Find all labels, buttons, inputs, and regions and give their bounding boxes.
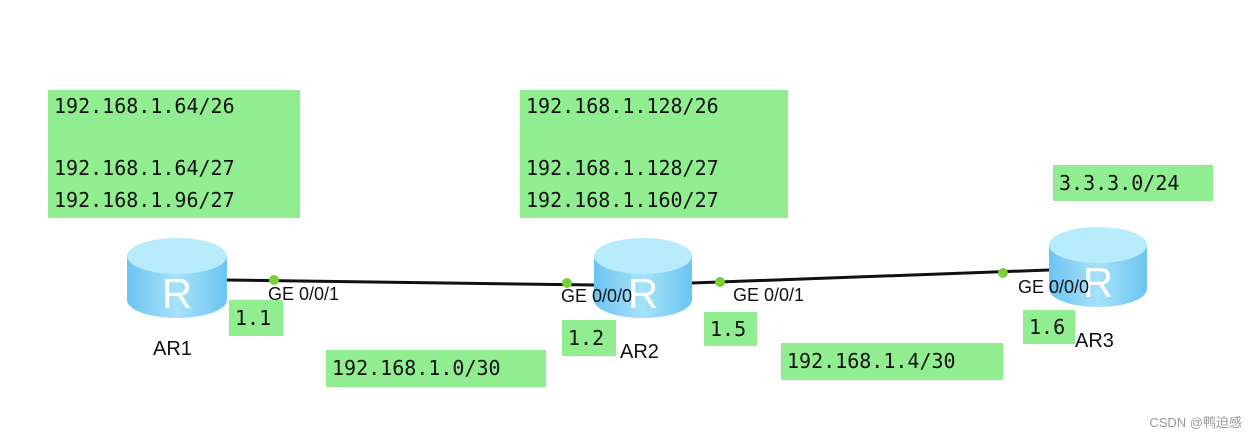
ip-label: 1.2 — [562, 320, 616, 356]
ar2-subnets: 192.168.1.128/26 192.168.1.128/27 192.16… — [520, 90, 788, 218]
watermark: CSDN @鸭迫感 — [1149, 415, 1242, 430]
subnet: 192.168.1.64/27 — [54, 156, 235, 180]
subnet: 192.168.1.160/27 — [526, 188, 719, 212]
svg-text:R: R — [1083, 259, 1113, 306]
port-label: GE 0/0/0 — [561, 286, 633, 306]
ar3-subnets: 3.3.3.0/24 — [1053, 165, 1213, 201]
link-ar1-ar2[interactable] — [226, 278, 596, 287]
network-label: 192.168.1.0/30 — [326, 350, 546, 387]
port-dot — [562, 278, 572, 288]
router-ar2-icon[interactable]: R — [594, 238, 692, 318]
svg-text:R: R — [628, 270, 658, 317]
router-name: AR3 — [1075, 330, 1114, 352]
ar1-subnets: 192.168.1.64/26 192.168.1.64/27 192.168.… — [48, 90, 300, 218]
subnet: 192.168.1.96/27 — [54, 188, 235, 212]
link-ar2-ar3[interactable] — [691, 268, 1050, 285]
network-label: 192.168.1.4/30 — [781, 343, 1003, 380]
port-label: GE 0/0/0 — [1018, 277, 1090, 297]
subnet: 192.168.1.64/26 — [54, 94, 235, 118]
port-dot — [998, 268, 1008, 278]
subnet: 192.168.1.128/26 — [526, 94, 719, 118]
router-name: AR1 — [153, 338, 192, 360]
port-label: GE 0/0/1 — [733, 285, 805, 305]
router-name: AR2 — [620, 341, 659, 363]
ip-label: 1.6 — [1023, 310, 1075, 344]
router-ar1-icon[interactable]: R — [127, 238, 227, 318]
ip-label: 1.1 — [229, 300, 283, 336]
ip-label: 1.5 — [704, 312, 757, 346]
port-dot — [715, 277, 725, 287]
subnet: 3.3.3.0/24 — [1059, 171, 1180, 195]
router-ar3-icon[interactable]: R — [1049, 227, 1147, 307]
subnet: 192.168.1.128/27 — [526, 156, 719, 180]
port-dot — [269, 275, 279, 285]
svg-text:R: R — [162, 270, 192, 317]
port-label: GE 0/0/1 — [268, 284, 340, 304]
